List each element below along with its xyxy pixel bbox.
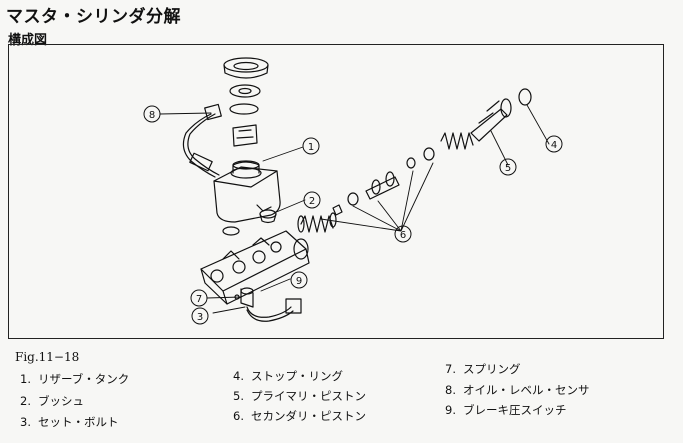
legend-number: 9.	[445, 403, 456, 417]
legend-text: オイル・レベル・センサ	[463, 383, 590, 397]
cylinder-body	[200, 230, 310, 305]
legend-text: ブレーキ圧スイッチ	[463, 403, 567, 417]
callout-9: 9	[296, 276, 302, 287]
exploded-diagram: 1 2 3 4 5 6 7 8 9	[143, 57, 563, 325]
secondary-spring	[297, 212, 337, 233]
bushing	[222, 209, 277, 236]
legend-item-4: 4. ストップ・リング	[233, 369, 343, 383]
primary-piston	[440, 98, 512, 150]
callout-8: 8	[149, 110, 155, 121]
stop-ring	[518, 88, 532, 106]
page-title: マスタ・シリンダ分解	[6, 7, 181, 27]
legend-text: リザーブ・タンク	[38, 372, 130, 386]
legend-text: ストップ・リング	[251, 369, 343, 383]
callout-4: 4	[551, 140, 557, 151]
legend-text: スプリング	[463, 362, 521, 376]
secondary-piston-parts	[332, 147, 435, 216]
legend-text: ブッシュ	[38, 394, 84, 408]
legend-item-1: 1. リザーブ・タンク	[20, 372, 130, 386]
callout-6: 6	[400, 230, 406, 241]
legend-item-6: 6. セカンダリ・ピストン	[233, 409, 366, 423]
diaphragm	[229, 84, 261, 98]
legend-item-5: 5. プライマリ・ピストン	[233, 389, 366, 403]
strainer	[232, 124, 258, 147]
reservoir-cap	[223, 57, 269, 79]
legend-text: セカンダリ・ピストン	[251, 409, 366, 423]
legend-number: 7.	[445, 362, 456, 376]
legend-item-9: 9. ブレーキ圧スイッチ	[445, 403, 567, 417]
reservoir-tank	[213, 160, 281, 223]
legend-item-7: 7. スプリング	[445, 362, 521, 376]
callout-3: 3	[197, 312, 203, 323]
legend-item-3: 3. セット・ボルト	[20, 415, 119, 429]
leader-lines	[159, 104, 550, 314]
figure-label: Fig.11−18	[15, 350, 80, 364]
callout-2: 2	[309, 196, 315, 207]
legend-text: プライマリ・ピストン	[251, 389, 366, 403]
callout-5: 5	[505, 163, 511, 174]
legend-number: 3.	[20, 415, 31, 429]
oil-level-sensor	[182, 103, 222, 178]
legend-number: 2.	[20, 394, 31, 408]
legend-item-8: 8. オイル・レベル・センサ	[445, 383, 590, 397]
legend-text: セット・ボルト	[38, 415, 119, 429]
callout-1: 1	[308, 142, 314, 153]
callouts	[143, 105, 563, 325]
diagram-frame: 1 2 3 4 5 6 7 8 9	[8, 44, 664, 339]
seal-ring	[229, 103, 259, 115]
legend-number: 8.	[445, 383, 456, 397]
legend-number: 1.	[20, 372, 31, 386]
legend-item-2: 2. ブッシュ	[20, 394, 84, 408]
legend-number: 6.	[233, 409, 244, 423]
pressure-switch	[234, 287, 302, 322]
legend-number: 4.	[233, 369, 244, 383]
callout-7: 7	[196, 294, 202, 305]
legend-number: 5.	[233, 389, 244, 403]
